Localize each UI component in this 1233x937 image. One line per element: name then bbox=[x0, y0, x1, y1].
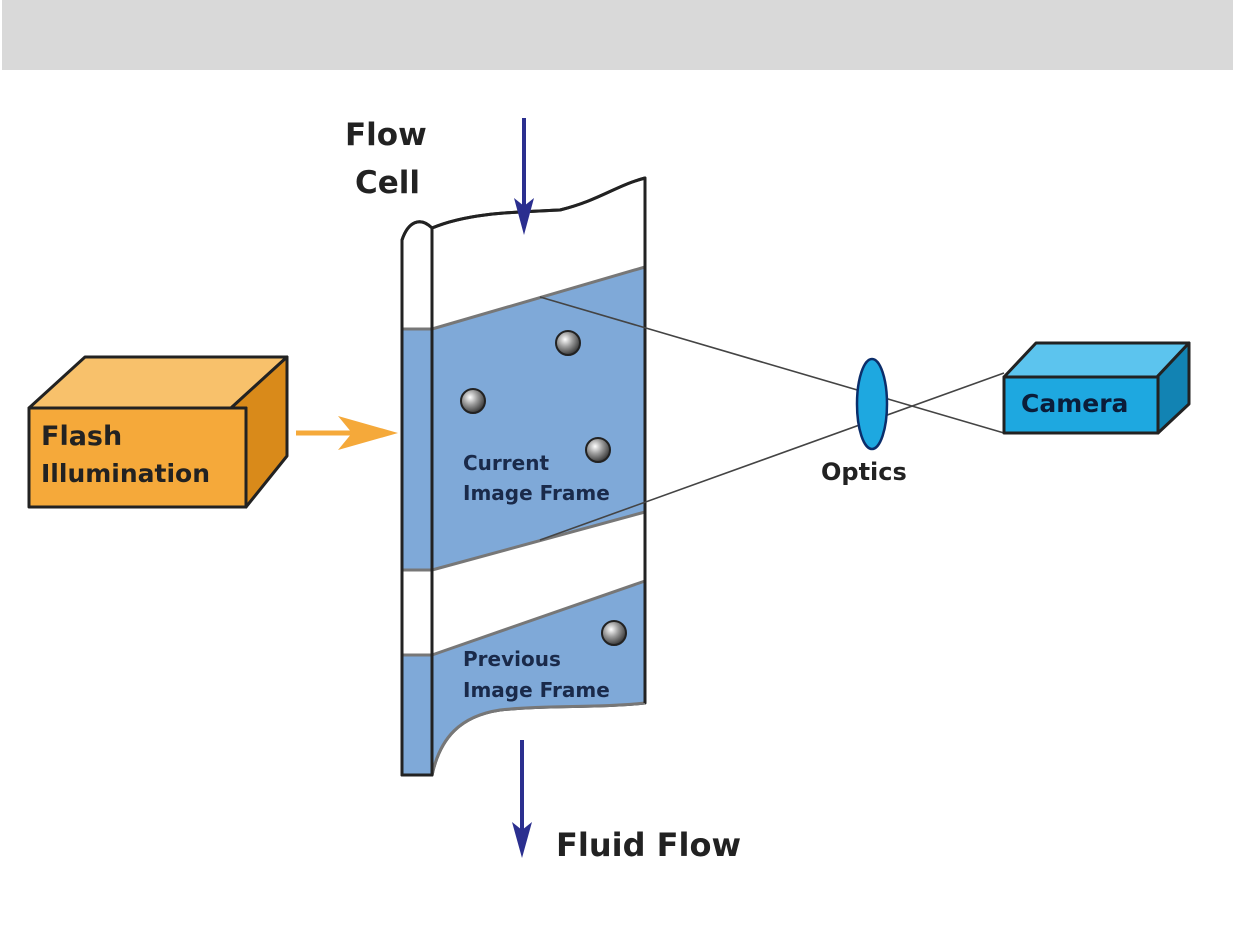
light-rays bbox=[539, 296, 1005, 541]
previous-frame-label-line1: Previous bbox=[463, 647, 561, 671]
camera-box bbox=[1002, 341, 1191, 435]
previous-image-frame-region bbox=[432, 581, 645, 775]
fluid-flow-label: Fluid Flow bbox=[556, 826, 741, 864]
particle bbox=[601, 620, 627, 646]
particles bbox=[460, 330, 627, 646]
fluid-flow-in-arrow bbox=[514, 118, 534, 235]
current-frame-side bbox=[402, 329, 432, 570]
header-band bbox=[2, 0, 1233, 70]
particle bbox=[585, 437, 611, 463]
camera-label: Camera bbox=[1021, 389, 1128, 418]
previous-frame-top-edge bbox=[431, 579, 646, 657]
flow-cell-label-line1: Flow bbox=[345, 117, 427, 153]
current-frame-label-line1: Current bbox=[463, 451, 549, 475]
previous-frame-side bbox=[402, 655, 432, 775]
optics-label: Optics bbox=[821, 458, 907, 486]
flow-cell-label-line2: Cell bbox=[355, 165, 420, 201]
flash-label-line2: Illumination bbox=[41, 459, 210, 488]
current-frame-label-line2: Image Frame bbox=[463, 481, 610, 505]
illumination-arrow bbox=[296, 416, 398, 450]
previous-frame-label-line2: Image Frame bbox=[463, 678, 610, 702]
flow-cell bbox=[400, 176, 647, 777]
current-image-frame-region bbox=[432, 267, 645, 570]
flash-illumination-box bbox=[27, 355, 289, 509]
particle bbox=[555, 330, 581, 356]
optics-lens bbox=[855, 357, 889, 451]
fluid-flow-out-arrow bbox=[512, 740, 532, 858]
flash-label-line1: Flash bbox=[41, 421, 122, 452]
current-frame-top-edge bbox=[431, 265, 646, 331]
current-frame-bottom-edge bbox=[431, 510, 646, 572]
particle bbox=[460, 388, 486, 414]
